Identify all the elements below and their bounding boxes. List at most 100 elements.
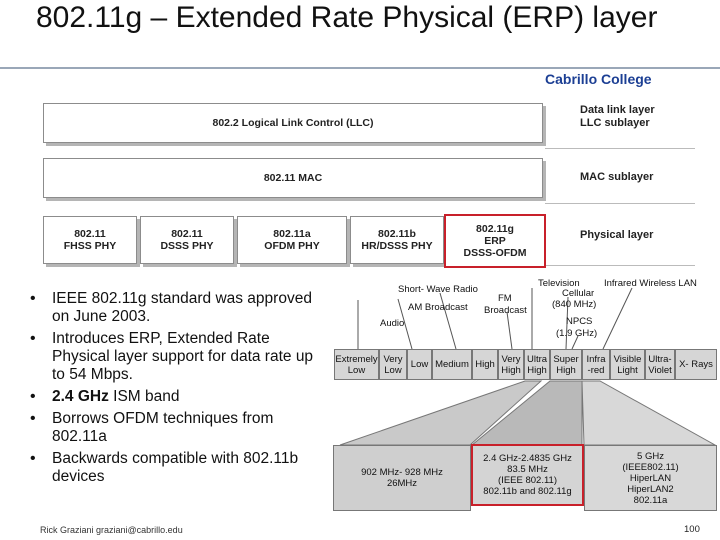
pointer-line — [571, 335, 579, 350]
phy-line: 802.11 — [74, 228, 106, 240]
bullet-list: • IEEE 802.11g standard was approved on J… — [30, 290, 315, 490]
phy-line: DSSS-OFDM — [463, 247, 527, 259]
bullet-bold-text: 2.4 GHz — [52, 388, 109, 405]
cell-line: Very — [501, 353, 521, 365]
band-line: HiperLAN2 — [627, 483, 674, 495]
bullet-text: IEEE 802.11g standard was approved on Ju… — [52, 290, 312, 325]
spectrum-cell: High — [472, 349, 498, 380]
spectrum-cell: Ultra-Violet — [645, 349, 675, 380]
slide-title: 802.11g – Extended Rate Physical (ERP) l… — [36, 1, 658, 34]
cell-line: Extremely — [335, 353, 378, 365]
label-fm-broadcast: Broadcast — [484, 305, 527, 316]
label-shortwave: Short- Wave Radio — [398, 284, 478, 295]
phy-line: OFDM PHY — [264, 240, 320, 252]
bullet-item: •Borrows OFDM techniques from 802.11a — [30, 410, 315, 446]
label-audio: Audio — [380, 318, 405, 329]
band-line: HiperLAN — [629, 472, 672, 484]
cell-line: Low — [347, 364, 366, 376]
label-cellular-freq: (840 MHz) — [552, 299, 597, 310]
bullet-dot-icon: • — [30, 410, 36, 427]
cell-line: Ultra- — [648, 353, 672, 365]
band-line: (IEEE 802.11) — [498, 475, 557, 486]
cell-line: High — [527, 364, 547, 376]
cell-line: High — [501, 364, 521, 376]
cell-line: Visible — [613, 353, 642, 365]
bullet-item: • Introduces ERP, Extended Rate Physical … — [30, 330, 315, 384]
phy-line: 802.11b — [378, 228, 416, 240]
bullet-item: • IEEE 802.11g standard was approved on J… — [30, 290, 315, 326]
band-line: 5 GHz — [637, 450, 664, 462]
band-line: 83.5 MHz — [507, 464, 548, 475]
page-number: 100 — [684, 524, 700, 535]
bullet-text: Introduces ERP, Extended Rate Physical l… — [52, 330, 314, 383]
phy-line: 802.11 — [171, 228, 203, 240]
phy-line: FHSS PHY — [63, 240, 117, 252]
cell-line: X- Rays — [679, 359, 713, 370]
bullet-text: ISM band — [108, 388, 180, 405]
pointer-line — [439, 292, 457, 350]
cell-line: Ultra — [526, 353, 548, 365]
bullet-item: • Backwards compatible with 802.11b devic… — [30, 450, 315, 486]
spectrum-cell: Medium — [432, 349, 472, 380]
divider-line — [545, 203, 695, 204]
cell-line: High — [556, 364, 576, 376]
phy-line: 802.11g — [476, 223, 514, 235]
cell-line: Violet — [648, 364, 672, 376]
bullet-dot-icon: • — [30, 450, 36, 467]
band-line: 902 MHz- 928 MHz — [361, 467, 443, 478]
pointer-line — [397, 298, 413, 350]
label-data-link-layer: Data link layer LLC sublayer — [580, 104, 655, 130]
label-line: Data link layer — [580, 104, 655, 116]
phy-line: 802.11a — [273, 228, 311, 240]
label-npcs-freq: (1.9 GHz) — [556, 328, 598, 339]
cell-line: Infra — [586, 353, 606, 365]
divider-line — [545, 265, 695, 266]
cell-line: -red — [587, 364, 605, 376]
label-am-broadcast: AM Broadcast — [408, 302, 468, 313]
cell-line: Medium — [435, 359, 469, 370]
bullet-dot-icon: • — [30, 330, 36, 347]
bullet-text: Backwards compatible with 802.11b device… — [52, 450, 299, 485]
pointer-line — [565, 296, 569, 350]
phy-line: DSSS PHY — [160, 240, 214, 252]
cell-line: Very — [383, 353, 403, 365]
cell-line: Light — [617, 364, 638, 376]
pointer-line — [506, 311, 513, 350]
spectrum-cell: Low — [407, 349, 432, 380]
bullet-dot-icon: • — [30, 388, 36, 405]
pointer-line — [602, 287, 633, 350]
cell-line: Low — [384, 364, 402, 376]
label-physical-layer: Physical layer — [580, 229, 654, 241]
footer-author: Rick Graziani graziani@cabrillo.edu — [40, 525, 183, 535]
label-line: LLC sublayer — [580, 117, 650, 129]
cell-line: High — [475, 359, 495, 370]
zoom-wedge-5 — [581, 380, 717, 446]
label-infrared-wlan: Infrared Wireless LAN — [604, 278, 697, 289]
cell-line: Super — [553, 353, 579, 365]
label-cellular: Cellular — [562, 288, 595, 299]
bullet-dot-icon: • — [30, 290, 36, 307]
phy-line: HR/DSSS PHY — [361, 240, 433, 252]
band-line: 802.11a — [633, 494, 668, 506]
spectrum-cell: Infra-red — [582, 349, 610, 380]
label-npcs: NPCS — [566, 316, 593, 327]
college-name: Cabrillo College — [545, 71, 652, 87]
band-line: 802.11b and 802.11g — [483, 486, 572, 497]
llc-box: 802.2 Logical Link Control (LLC) — [43, 103, 543, 143]
label-mac-sublayer: MAC sublayer — [580, 171, 654, 183]
title-rule — [0, 67, 720, 69]
bullet-item: • 2.4 GHz ISM band — [30, 388, 315, 406]
